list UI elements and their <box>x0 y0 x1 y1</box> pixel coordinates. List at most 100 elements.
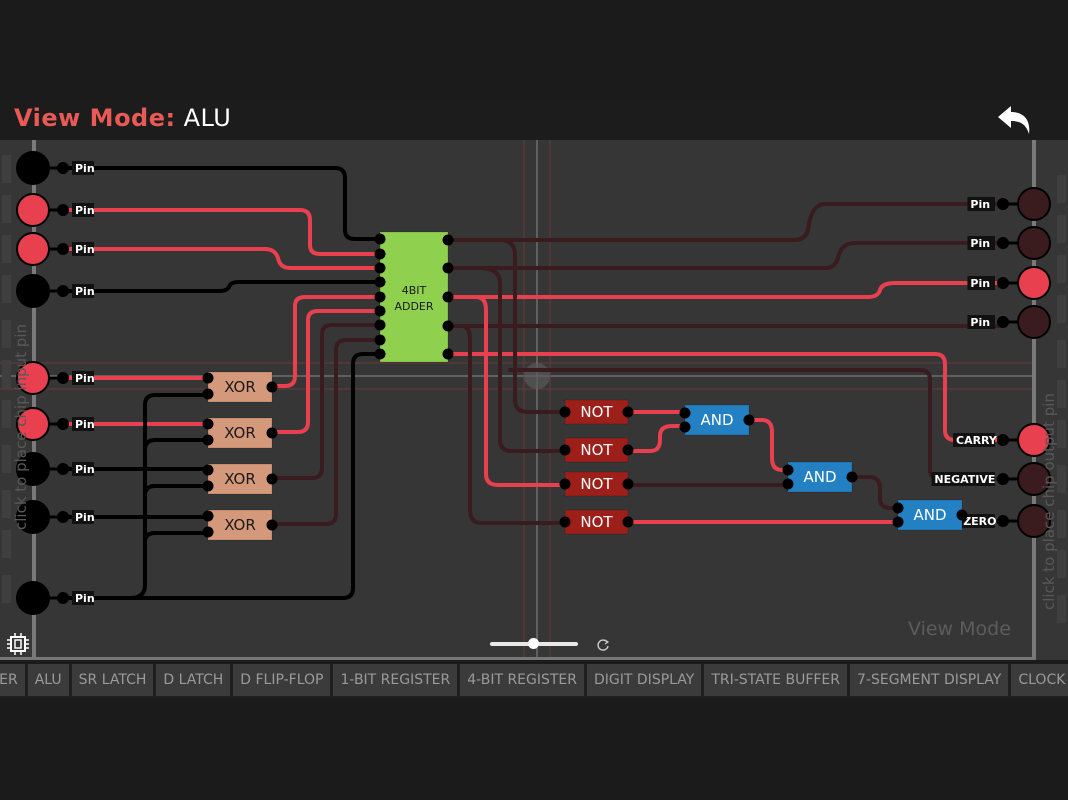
chip-output-pin[interactable] <box>266 381 278 393</box>
output-pin[interactable]: Pin <box>967 266 1051 300</box>
not-chip[interactable]: NOT <box>559 399 634 425</box>
pin-connector[interactable] <box>57 592 69 604</box>
chip-input-pin[interactable] <box>374 233 386 245</box>
input-toggle[interactable] <box>16 407 50 441</box>
input-pin[interactable]: Pin <box>16 500 95 534</box>
chip-input-pin[interactable] <box>374 319 386 331</box>
chip-output-pin[interactable] <box>266 427 278 439</box>
pin-connector[interactable] <box>997 515 1009 527</box>
chip-input-pin[interactable] <box>202 434 214 446</box>
chip-output-pin[interactable] <box>442 320 454 332</box>
xor-chip[interactable]: XOR <box>202 417 278 449</box>
tab-alu[interactable]: ALU <box>27 664 69 696</box>
chip-input-pin[interactable] <box>679 421 691 433</box>
chip-output-pin[interactable] <box>846 471 858 483</box>
pin-connector[interactable] <box>997 434 1009 446</box>
refresh-icon[interactable] <box>596 637 610 651</box>
output-pin[interactable]: CARRY <box>953 423 1051 457</box>
tab-7-segment-display[interactable]: 7-SEGMENT DISPLAY <box>850 664 1009 696</box>
and-chip[interactable]: AND <box>892 499 968 531</box>
pin-connector[interactable] <box>997 316 1009 328</box>
pin-connector[interactable] <box>57 418 69 430</box>
tab-sr-latch[interactable]: SR LATCH <box>71 664 154 696</box>
chip-input-pin[interactable] <box>202 388 214 400</box>
input-toggle[interactable] <box>16 151 50 185</box>
pin-connector[interactable] <box>57 372 69 384</box>
chip-input-pin[interactable] <box>374 262 386 274</box>
chip-output-pin[interactable] <box>622 406 634 418</box>
chip-input-pin[interactable] <box>559 444 571 456</box>
output-pin[interactable]: NEGATIVE <box>931 462 1051 496</box>
input-pin[interactable]: Pin <box>16 193 95 227</box>
input-toggle[interactable] <box>16 452 50 486</box>
not-chip[interactable]: NOT <box>559 437 634 463</box>
chip-icon[interactable] <box>6 632 30 656</box>
input-pin[interactable]: Pin <box>16 581 95 615</box>
chip-input-pin[interactable] <box>679 407 691 419</box>
pin-connector[interactable] <box>997 237 1009 249</box>
zoom-slider[interactable] <box>490 638 578 650</box>
and-chip[interactable]: AND <box>679 404 755 436</box>
tab-d-latch[interactable]: D LATCH <box>156 664 231 696</box>
chip-input-pin[interactable] <box>202 464 214 476</box>
chip-input-pin[interactable] <box>374 305 386 317</box>
input-toggle[interactable] <box>16 581 50 615</box>
chip-input-pin[interactable] <box>559 516 571 528</box>
chip-output-pin[interactable] <box>956 509 968 521</box>
chip-input-pin[interactable] <box>374 348 386 360</box>
input-toggle[interactable] <box>16 232 50 266</box>
output-pin[interactable]: Pin <box>967 226 1051 260</box>
chip-output-pin[interactable] <box>622 516 634 528</box>
slider-thumb[interactable] <box>528 638 539 649</box>
pin-connector[interactable] <box>57 162 69 174</box>
input-toggle[interactable] <box>16 500 50 534</box>
chip-output-pin[interactable] <box>743 414 755 426</box>
chip-input-pin[interactable] <box>374 248 386 260</box>
and-chip[interactable]: AND <box>782 461 858 493</box>
chip-output-pin[interactable] <box>442 262 454 274</box>
chip-input-pin[interactable] <box>202 372 214 384</box>
xor-chip[interactable]: XOR <box>202 463 278 495</box>
not-chip[interactable]: NOT <box>559 509 634 535</box>
chip-output-pin[interactable] <box>266 519 278 531</box>
pin-connector[interactable] <box>997 473 1009 485</box>
chip-input-pin[interactable] <box>202 480 214 492</box>
output-pin[interactable]: Pin <box>967 187 1051 221</box>
chip-output-pin[interactable] <box>622 444 634 456</box>
pin-connector[interactable] <box>57 285 69 297</box>
chip-input-pin[interactable] <box>374 291 386 303</box>
pin-connector[interactable] <box>997 198 1009 210</box>
chip-input-pin[interactable] <box>559 406 571 418</box>
pin-connector[interactable] <box>57 463 69 475</box>
chip-input-pin[interactable] <box>892 502 904 514</box>
chip-input-pin[interactable] <box>892 516 904 528</box>
tab-d-flip-flop[interactable]: D FLIP-FLOP <box>233 664 331 696</box>
input-toggle[interactable] <box>16 274 50 308</box>
chip-output-pin[interactable] <box>622 478 634 490</box>
chip-output-pin[interactable] <box>442 291 454 303</box>
chip-input-pin[interactable] <box>374 276 386 288</box>
tab-clock[interactable]: CLOCK <box>1011 664 1068 696</box>
chip-input-pin[interactable] <box>782 478 794 490</box>
chip-input-pin[interactable] <box>559 478 571 490</box>
pin-connector[interactable] <box>997 277 1009 289</box>
tab-adder[interactable]: ADDER <box>0 664 25 696</box>
output-pin[interactable]: Pin <box>967 305 1051 339</box>
chip-input-pin[interactable] <box>782 464 794 476</box>
tab-tri-state-buffer[interactable]: TRI-STATE BUFFER <box>704 664 847 696</box>
input-pin[interactable]: Pin <box>16 452 95 486</box>
chip-output-pin[interactable] <box>266 473 278 485</box>
chip-input-pin[interactable] <box>202 510 214 522</box>
chip-output-pin[interactable] <box>442 234 454 246</box>
tab-1-bit-register[interactable]: 1-BIT REGISTER <box>333 664 458 696</box>
tab-digit-display[interactable]: DIGIT DISPLAY <box>587 664 702 696</box>
pin-connector[interactable] <box>57 511 69 523</box>
back-button[interactable] <box>996 104 1034 136</box>
input-pin[interactable]: Pin <box>16 361 95 395</box>
chip-output-pin[interactable] <box>442 348 454 360</box>
chip-input-pin[interactable] <box>374 334 386 346</box>
output-pin[interactable]: ZERO <box>960 504 1051 538</box>
